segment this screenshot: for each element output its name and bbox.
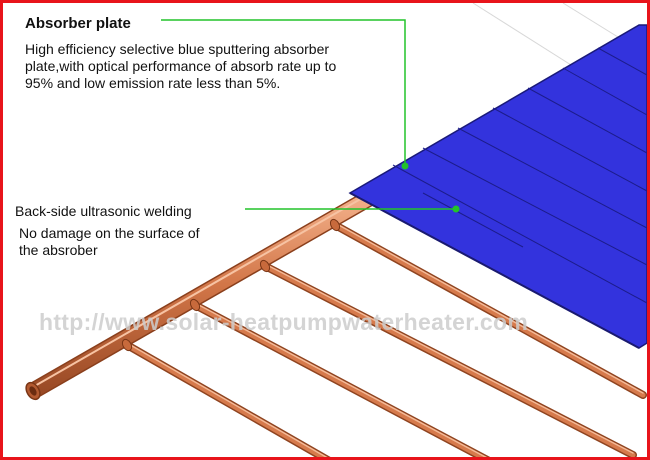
leader-lines — [161, 19, 460, 213]
absorber-leader-line — [161, 19, 406, 166]
riser-tube — [331, 221, 647, 399]
absorber-leader-dot — [401, 162, 409, 170]
welding-leader-dot — [452, 205, 460, 213]
plate-weld-lines — [392, 47, 647, 304]
absorber-plate-description: High efficiency selective blue sputterin… — [25, 41, 337, 91]
riser-tube — [123, 341, 331, 457]
welding-description: No damage on the surface of the absrober — [19, 225, 200, 258]
welding-title: Back-side ultrasonic welding — [15, 203, 192, 219]
header-pipe — [25, 189, 376, 401]
tube-joints — [121, 218, 341, 352]
absorber-plate-title: Absorber plate — [25, 15, 131, 32]
absorber-plate — [348, 24, 647, 349]
riser-tube — [191, 301, 491, 457]
website-watermark: http://www.solar-heatpumpwaterheater.com — [39, 309, 529, 335]
riser-tube — [261, 262, 637, 457]
riser-tubes — [123, 221, 647, 457]
collector-illustration — [25, 3, 647, 457]
